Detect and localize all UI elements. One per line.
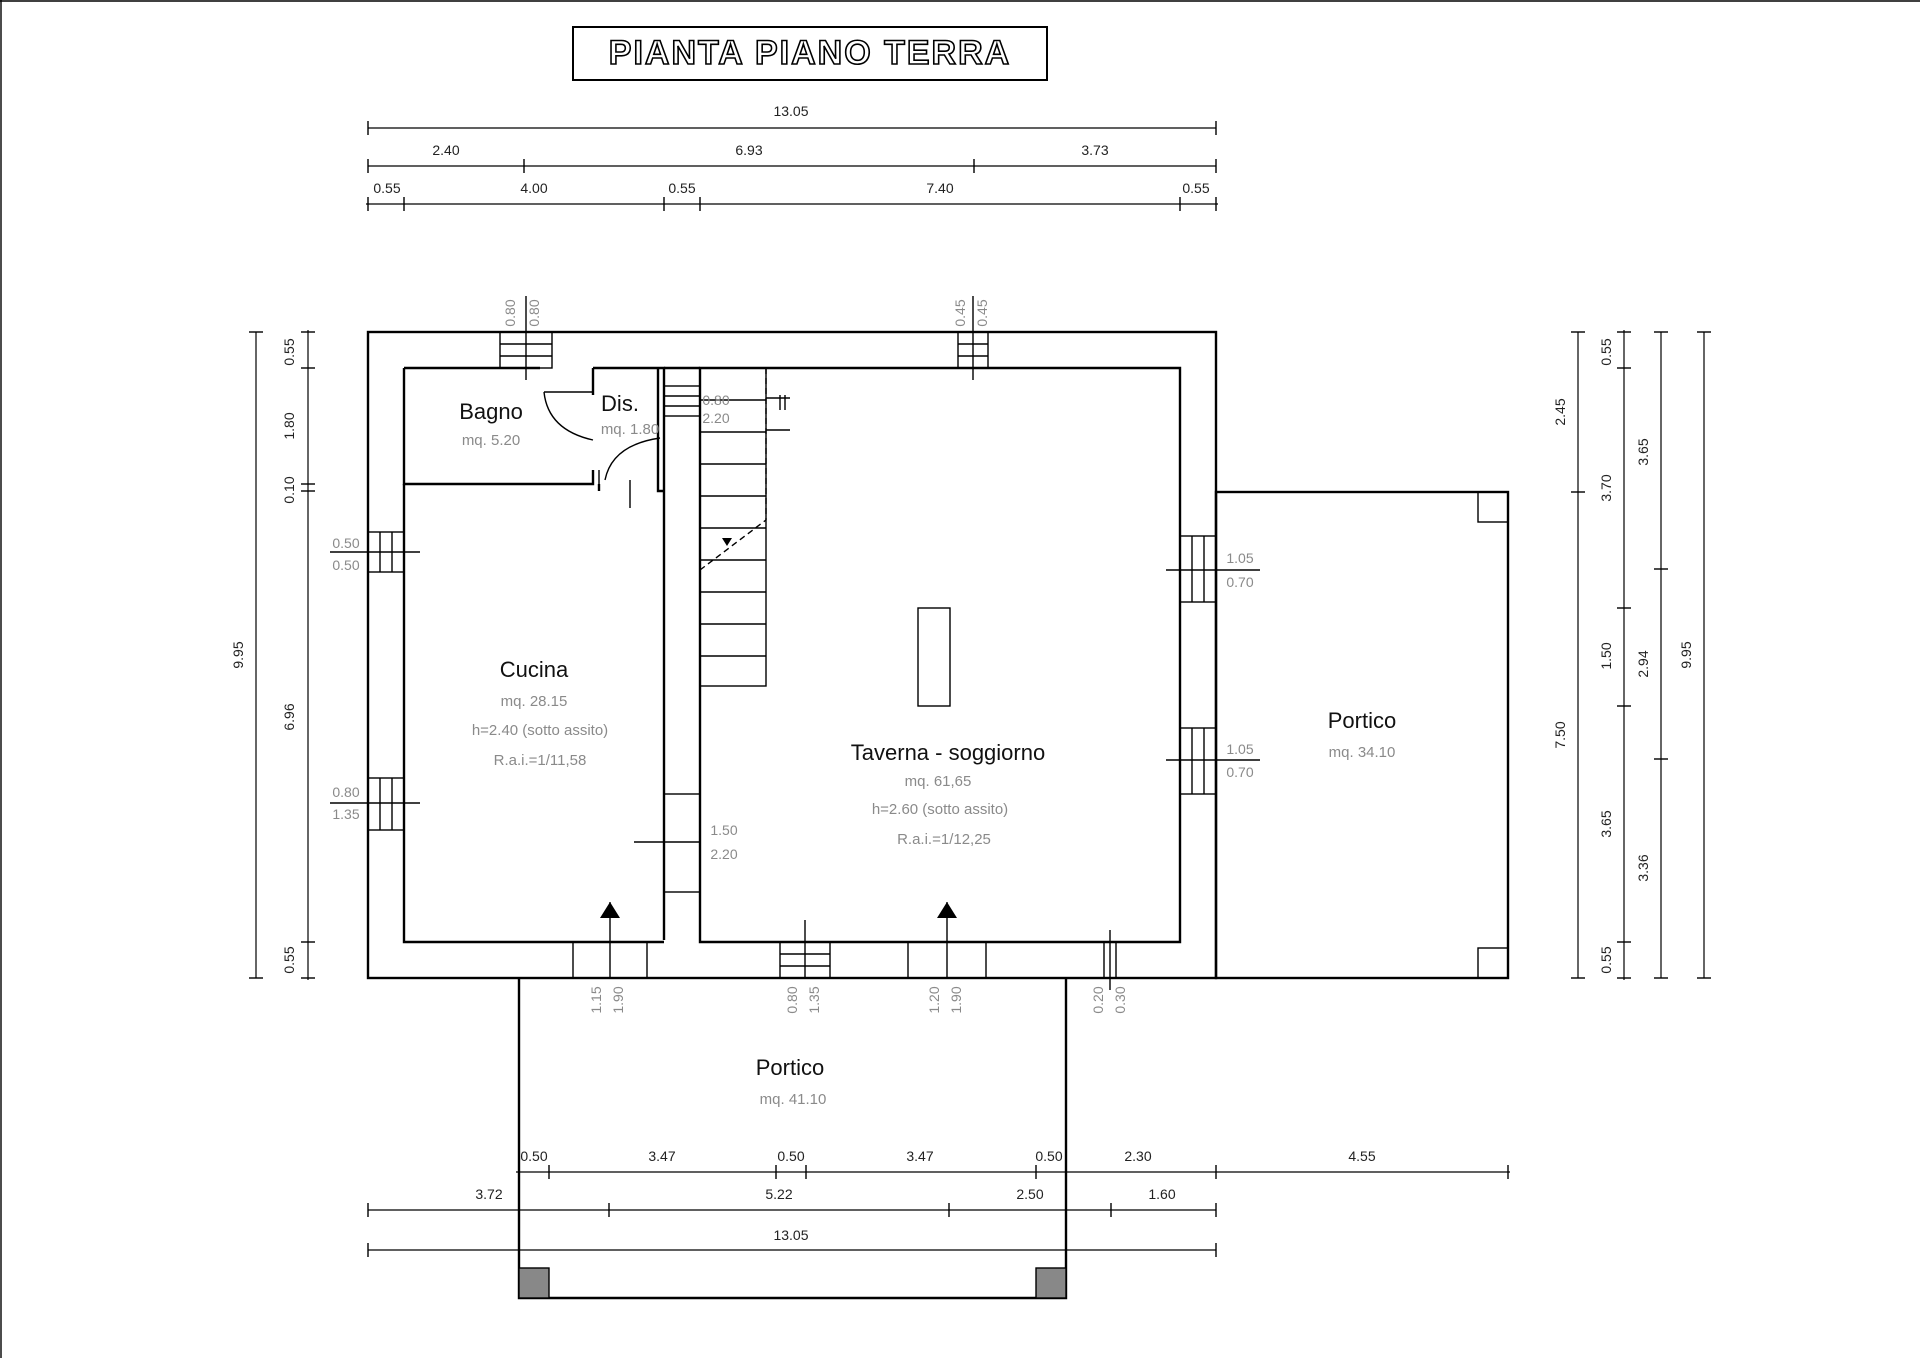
- svg-text:1.90: 1.90: [948, 986, 964, 1013]
- bottom-dimensions: 0.50 3.47 0.50 3.47 0.50 2.30 4.55 3.72 …: [367, 1148, 1510, 1257]
- room-taverna-name: Taverna - soggiorno: [851, 740, 1045, 765]
- svg-text:0.80: 0.80: [526, 299, 542, 326]
- right-dim-a-5: 0.55: [1598, 946, 1614, 973]
- right-dim-a-1: 0.55: [1598, 338, 1614, 365]
- svg-text:0.80: 0.80: [702, 392, 729, 408]
- room-cucina-ratio: R.a.i.=1/11,58: [494, 752, 587, 769]
- room-portico-bottom-name: Portico: [756, 1055, 824, 1080]
- right-dim-a-2: 3.70: [1598, 474, 1614, 501]
- right-dim-a-3: 1.50: [1598, 642, 1614, 669]
- svg-text:0.70: 0.70: [1226, 764, 1253, 780]
- svg-text:0.30: 0.30: [1112, 986, 1128, 1013]
- room-labels: Bagno mq. 5.20 Dis. mq. 1.80 Cucina mq. …: [459, 391, 1396, 1108]
- svg-text:0.50: 0.50: [332, 557, 359, 573]
- svg-text:0.80: 0.80: [784, 986, 800, 1013]
- top-dim-3-a: 0.55: [373, 180, 400, 196]
- room-cucina-area: mq. 28.15: [501, 693, 568, 710]
- bottom-dim-1-a: 0.50: [520, 1148, 547, 1164]
- top-dim-2-c: 3.73: [1081, 142, 1108, 158]
- taverna-column: [917, 607, 951, 707]
- svg-text:0.45: 0.45: [974, 299, 990, 326]
- room-taverna-ratio: R.a.i.=1/12,25: [897, 831, 991, 848]
- right-dimensions: 2.45 7.50 0.55 3.70 1.50 3.65 0.55 3.65 …: [1552, 330, 1711, 980]
- porch-dim-b: 7.50: [1552, 721, 1568, 748]
- bottom-dim-1-f: 2.30: [1124, 1148, 1151, 1164]
- right-dim-b-2: 2.94: [1635, 650, 1651, 677]
- room-dis-name: Dis.: [601, 391, 639, 416]
- left-dim-e: 0.55: [281, 946, 297, 973]
- porch-dim-a: 2.45: [1552, 398, 1568, 425]
- svg-text:0.20: 0.20: [1090, 986, 1106, 1013]
- svg-text:0.50: 0.50: [332, 535, 359, 551]
- svg-text:0.45: 0.45: [952, 299, 968, 326]
- porch-pillar-right: [1035, 1267, 1067, 1299]
- bottom-total-dim: 13.05: [773, 1227, 808, 1243]
- top-dim-3-e: 0.55: [1182, 180, 1209, 196]
- title-box: [572, 26, 1048, 81]
- plan-title: PIANTA PIANO TERRA: [609, 34, 1011, 72]
- top-dim-3-c: 0.55: [668, 180, 695, 196]
- bottom-dim-2-a: 3.72: [475, 1186, 502, 1202]
- svg-text:1.05: 1.05: [1226, 741, 1253, 757]
- svg-text:1.05: 1.05: [1226, 550, 1253, 566]
- right-dim-b-1: 3.65: [1635, 438, 1651, 465]
- room-cucina-height: h=2.40 (sotto assito): [472, 722, 608, 739]
- bottom-dim-1-g: 4.55: [1348, 1148, 1375, 1164]
- room-dis-area: mq. 1.80: [601, 421, 659, 438]
- doors: [543, 391, 661, 508]
- room-bagno-area: mq. 5.20: [462, 432, 520, 449]
- bottom-dim-1-b: 3.47: [648, 1148, 675, 1164]
- left-dim-a: 0.55: [281, 338, 297, 365]
- left-dim-d: 6.96: [281, 703, 297, 730]
- svg-text:1.35: 1.35: [806, 986, 822, 1013]
- room-portico-right-name: Portico: [1328, 708, 1396, 733]
- room-cucina-name: Cucina: [500, 657, 569, 682]
- room-bagno-name: Bagno: [459, 399, 523, 424]
- bottom-dim-1-c: 0.50: [777, 1148, 804, 1164]
- room-portico-bottom-area: mq. 41.10: [760, 1091, 827, 1108]
- right-total-dim: 9.95: [1678, 641, 1694, 668]
- svg-text:1.35: 1.35: [332, 806, 359, 822]
- left-dim-c: 0.10: [281, 476, 297, 503]
- porch-pillar-left: [518, 1267, 550, 1299]
- svg-text:1.15: 1.15: [588, 986, 604, 1013]
- room-portico-right-area: mq. 34.10: [1329, 744, 1396, 761]
- top-dim-2-b: 6.93: [735, 142, 762, 158]
- svg-text:1.50: 1.50: [710, 822, 737, 838]
- right-dim-b-3: 3.36: [1635, 854, 1651, 881]
- room-taverna-area: mq. 61,65: [905, 773, 972, 790]
- top-dim-3-b: 4.00: [520, 180, 547, 196]
- bottom-dim-2-d: 1.60: [1148, 1186, 1175, 1202]
- svg-text:1.90: 1.90: [610, 986, 626, 1013]
- svg-text:1.20: 1.20: [926, 986, 942, 1013]
- bottom-dim-1-e: 0.50: [1035, 1148, 1062, 1164]
- svg-text:2.20: 2.20: [702, 410, 729, 426]
- svg-text:0.70: 0.70: [1226, 574, 1253, 590]
- windows: [330, 296, 1260, 990]
- top-dim-2-a: 2.40: [432, 142, 459, 158]
- left-dim-b: 1.80: [281, 412, 297, 439]
- svg-text:0.80: 0.80: [502, 299, 518, 326]
- bottom-dim-2-c: 2.50: [1016, 1186, 1043, 1202]
- bottom-dim-2-b: 5.22: [765, 1186, 792, 1202]
- opening-labels: 0.80 0.80 0.45 0.45 0.50 0.50 0.80 1.35 …: [332, 299, 1253, 1013]
- top-total-dim: 13.05: [773, 103, 808, 119]
- left-dimensions: 9.95 0.55 1.80 0.10 6.96 0.55: [230, 330, 315, 980]
- room-taverna-height: h=2.60 (sotto assito): [872, 801, 1008, 818]
- right-dim-a-4: 3.65: [1598, 810, 1614, 837]
- bottom-dim-1-d: 3.47: [906, 1148, 933, 1164]
- staircase: [699, 367, 790, 687]
- top-dim-3-d: 7.40: [926, 180, 953, 196]
- top-dimensions: 13.05 2.40 6.93 3.73 0.55 4.00 0.55 7.40…: [366, 103, 1218, 211]
- svg-text:2.20: 2.20: [710, 846, 737, 862]
- svg-text:0.80: 0.80: [332, 784, 359, 800]
- left-total-dim: 9.95: [230, 641, 246, 668]
